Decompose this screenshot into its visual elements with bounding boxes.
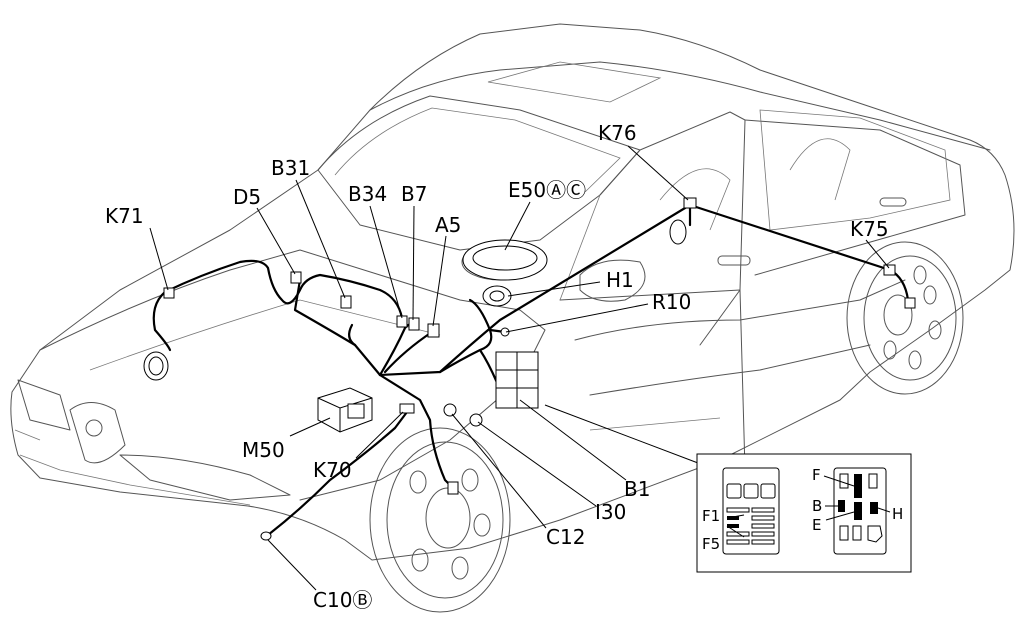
inset-label-h: H [892,505,903,523]
r10-component [500,327,510,337]
k71-sensor [143,287,175,381]
inset-fuse-rows [726,507,775,545]
b7-connector [408,317,420,331]
label-b7: B7 [401,182,427,206]
label-d5: D5 [233,185,261,209]
label-e50: E50ⒶⒸ [508,178,586,202]
label-k75: K75 [850,217,889,241]
b34-connector [396,315,408,328]
label-k71: K71 [105,204,144,228]
inset-label-f5: F5 [702,535,720,553]
k70-connector [399,403,415,414]
label-k70: K70 [313,458,352,482]
label-r10: R10 [652,290,691,314]
i30-ground [469,413,483,427]
front-wheel [369,427,511,613]
k75-sensor [883,264,916,309]
wiring-harness [152,203,910,537]
label-b31: B31 [271,156,310,180]
c10-connector [260,531,272,541]
h1-component [482,285,512,307]
inset-label-f: F [812,466,821,484]
label-c12: C12 [546,525,585,549]
car-body [10,23,1015,613]
inset-label-f1: F1 [702,507,720,525]
k76-sensor [669,197,697,245]
b1-fusebox [495,351,539,409]
label-h1: H1 [606,268,634,292]
label-m50: M50 [242,438,285,462]
callout-labels: K71 D5 B31 B34 B7 A5 E50ⒶⒸ K76 K75 H1 R1… [105,121,903,612]
label-a5: A5 [435,213,461,237]
m50-unit [317,387,373,433]
c12-ground [443,403,457,417]
b31-connector [340,295,352,309]
label-b34: B34 [348,182,387,206]
leader-lines [149,145,890,591]
inset-label-b: B [812,497,822,515]
label-c10: C10Ⓑ [313,588,372,612]
e50-module [462,239,548,281]
inset-label-e: E [812,516,821,534]
rear-wheel [846,241,964,395]
label-k76: K76 [598,121,637,145]
fusebox-inset [696,453,912,573]
label-b1: B1 [624,477,650,501]
front-wheel-sensor [447,481,459,495]
label-i30: I30 [595,500,626,524]
d5-connector [290,271,302,284]
